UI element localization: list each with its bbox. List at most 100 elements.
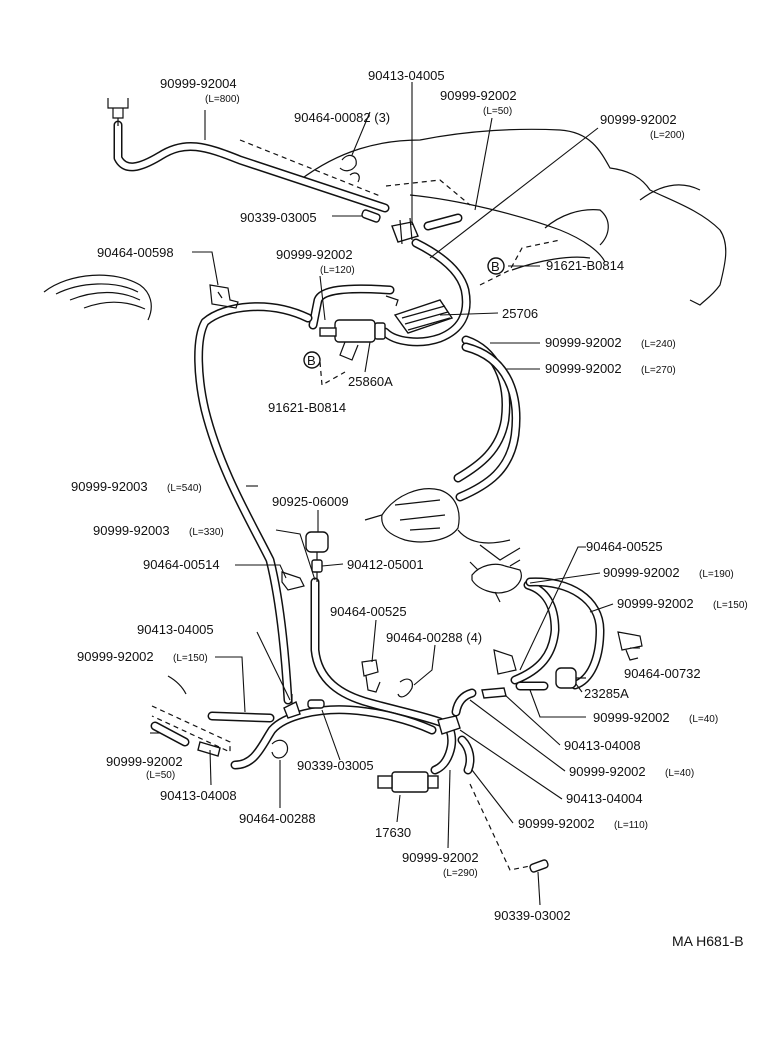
callout-90999-92002-l110-len: (L=110) [614,820,648,831]
callout-90413-04004: 90413-04004 [566,791,643,806]
callout-90999-92002-l150-left-num: 90999-92002 [77,649,154,664]
callout-90339-03005-low: 90339-03005 [297,758,374,773]
callout-90464-00525-right: 90464-00525 [586,539,663,554]
callout-90999-92002-l150-left: 90999-92002 (L=150) [77,649,208,664]
footer-code: MA H681-B [672,933,744,949]
callout-90999-92002-l150-right: 90999-92002 (L=150) [617,596,748,611]
callout-90412-05001: 90412-05001 [347,557,424,572]
filter-90925-06009 [305,531,329,562]
hose-l540 [194,302,313,705]
clamp-90464-00525-center [361,659,381,693]
marker-b2-dash [319,361,346,386]
callout-90999-92002-l120-len: (L=120) [320,265,355,276]
callout-90999-92002-l290-num: 90999-92002 [402,850,479,865]
marker-b1-label: B [491,259,500,274]
hose-l120 [308,284,395,330]
bracket-left-dashed [151,675,231,753]
valve-25706 [385,295,454,334]
callout-90413-04005-low: 90413-04005 [137,622,214,637]
hose-main-lower [230,705,437,770]
hose-l190 [510,580,560,685]
callout-90999-92002-l40-upper-len: (L=40) [689,714,718,725]
callout-90999-92002-l110: 90999-92002 (L=110) [518,816,648,831]
callout-90464-00082: 90464-00082 (3) [294,110,390,125]
marker-b2: B [303,351,321,369]
union-90413-04008-right [481,687,507,699]
callout-90999-92002-l270-num: 90999-92002 [545,361,622,376]
bracket-90464-00525-right [493,649,517,675]
callout-90999-92002-l270-len: (L=270) [641,365,676,376]
callout-90999-92004-num: 90999-92004 [160,76,237,91]
marker-b1: B [487,257,505,275]
callout-90999-92002-l40-upper-num: 90999-92002 [593,710,670,725]
callout-90339-03005-top: 90339-03005 [240,210,317,225]
throttle-body-outline [364,488,521,561]
callout-90413-04008-left: 90413-04008 [160,788,237,803]
union-90413-04004 [437,715,461,735]
callout-90464-00598: 90464-00598 [97,245,174,260]
filter-23285A [555,667,586,689]
clamp-90464-00288 [271,739,289,759]
callout-90999-92002-l50-left-len: (L=50) [146,770,175,781]
hose-l110 [457,735,475,775]
callout-90464-00514: 90464-00514 [143,557,220,572]
callout-90999-92002-l200-num: 90999-92002 [600,112,677,127]
callout-25860A: 25860A [348,374,393,389]
callout-90999-92002-l240-num: 90999-92002 [545,335,622,350]
callout-23285A: 23285A [584,686,629,701]
clamp-90464-00082 [339,154,360,183]
vsv-17630 [377,771,439,793]
callout-90999-92003-l330: 90999-92003 (L=330) [93,523,224,538]
callout-90413-04008-right: 90413-04008 [564,738,641,753]
callout-90999-92002-l240-len: (L=240) [641,339,676,350]
hose-l40-lower [451,688,477,717]
hose-l150-left [207,711,275,723]
callout-90999-92002-l270: 90999-92002 (L=270) [545,361,676,376]
callout-90999-92002-l50-top: 90999-92002 (L=50) [440,88,517,117]
callout-90999-92002-l40-lower-len: (L=40) [665,768,694,779]
callout-90999-92002-l40-lower: 90999-92002 (L=40) [569,764,694,779]
air-cleaner-outline [43,274,152,321]
callout-90925-06009: 90925-06009 [272,494,349,509]
callout-90999-92002-l240: 90999-92002 (L=240) [545,335,676,350]
callout-90999-92002-l110-num: 90999-92002 [518,816,595,831]
callout-90999-92002-l50-top-len: (L=50) [483,106,512,117]
pipe-90339-03002 [469,783,549,873]
callout-90999-92002-l290-len: (L=290) [443,868,478,879]
callout-90999-92002-l200-len: (L=200) [650,130,685,141]
pipe-90339-03005-top [361,209,381,223]
marker-b2-label: B [307,353,316,368]
vsv-bracket-right [469,559,522,603]
callout-90999-92002-l190: 90999-92002 (L=190) [603,565,734,580]
callout-25706: 25706 [502,306,538,321]
callout-90339-03002: 90339-03002 [494,908,571,923]
callout-90999-92002-l120: 90999-92002 (L=120) [276,247,355,276]
callout-90999-92003-l540: 90999-92003 (L=540) [71,479,202,494]
callout-90999-92002-l40-upper: 90999-92002 (L=40) [593,710,718,725]
callout-90999-92002-l150-right-len: (L=150) [713,600,748,611]
hose-l290 [430,725,457,775]
callout-91621-B0814-left: 91621-B0814 [268,400,346,415]
callout-90999-92002-l50-top-num: 90999-92002 [440,88,517,103]
callout-90999-92002-l40-lower-num: 90999-92002 [569,764,646,779]
callout-90464-00525-center: 90464-00525 [330,604,407,619]
callout-90464-00288: 90464-00288 [239,811,316,826]
hose-l270 [455,342,521,502]
callout-17630: 17630 [375,825,411,840]
callout-90999-92002-l50-left: 90999-92002 (L=50) [106,754,183,781]
callout-90413-04005-top: 90413-04005 [368,68,445,83]
union-90413-04005-top [391,217,419,245]
hose-l200 [380,238,471,347]
hose-90999-92004 [113,120,390,213]
callout-90999-92003-l540-num: 90999-92003 [71,479,148,494]
hose-l50-left [150,721,190,747]
callout-91621-B0814-right: 91621-B0814 [546,258,624,273]
engine-outline [239,128,727,306]
leader-lines [150,82,640,906]
clamp-90464-00514 [281,571,305,591]
callout-90464-00288-4: 90464-00288 (4) [386,630,482,645]
hose-l330 [310,577,445,727]
callout-90999-92002-l120-num: 90999-92002 [276,247,353,262]
callout-90999-92004: 90999-92004 (L=800) [160,76,240,105]
